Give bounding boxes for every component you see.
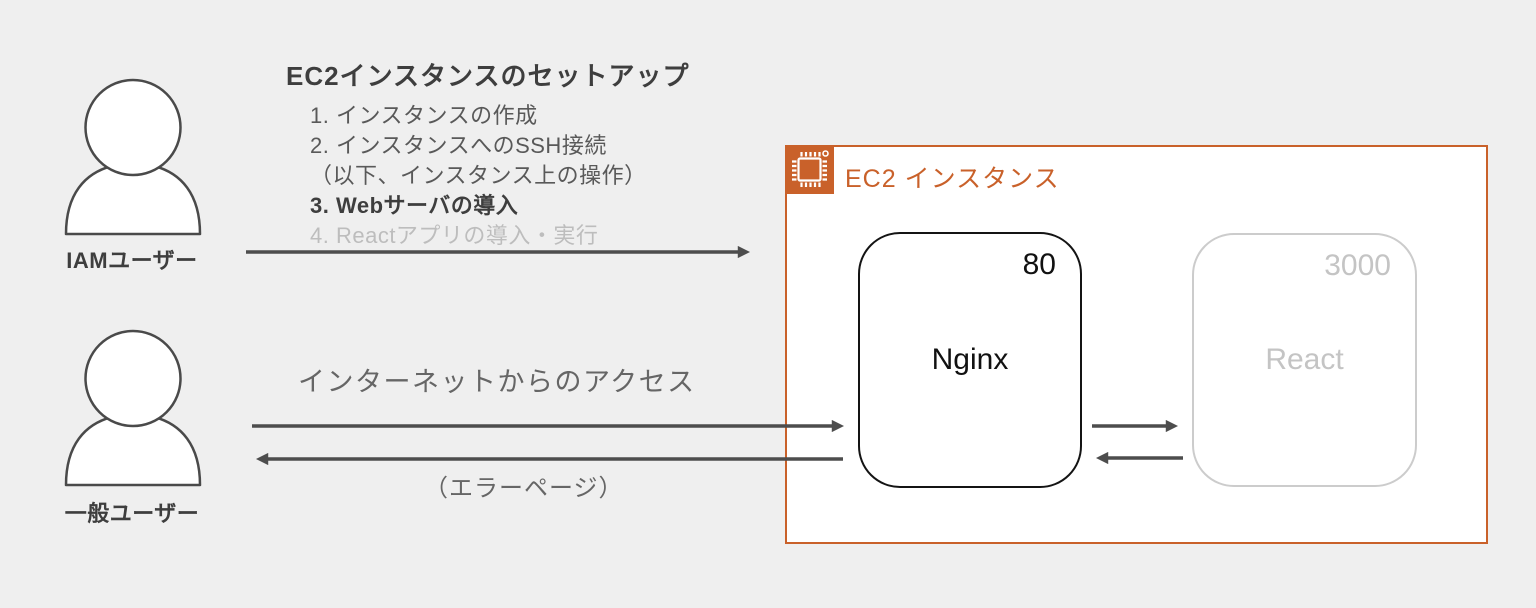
setup-step-3-current: 3. Webサーバの導入 <box>310 193 519 218</box>
nginx-service-name: Nginx <box>931 343 1009 376</box>
react-service-box: 3000 React <box>1192 233 1417 487</box>
iam-user-person-icon <box>64 78 202 236</box>
general-user-person-icon <box>64 329 202 487</box>
error-page-label: （エラーページ） <box>424 475 624 502</box>
react-service-name: React <box>1265 343 1344 376</box>
setup-step-2-note: （以下、インスタンス上の操作） <box>310 163 647 188</box>
iam-user-label: IAMユーザー <box>66 248 198 273</box>
ec2-instance-label: EC2 インスタンス <box>845 165 1060 193</box>
react-port-badge: 3000 <box>1324 249 1391 282</box>
internet-access-label: インターネットからのアクセス <box>298 367 696 397</box>
setup-step-4-pending: 4. Reactアプリの導入・実行 <box>310 223 599 248</box>
setup-steps-block: EC2インスタンスのセットアップ 1. インスタンスの作成 2. インスタンスへ… <box>286 56 690 251</box>
setup-title: EC2インスタンスのセットアップ <box>286 61 690 91</box>
nginx-service-box: 80 Nginx <box>858 232 1082 488</box>
nginx-port-badge: 80 <box>1022 248 1056 281</box>
setup-steps-list: 1. インスタンスの作成 2. インスタンスへのSSH接続 （以下、インスタンス… <box>286 101 690 251</box>
setup-step-1: 1. インスタンスの作成 <box>310 103 538 128</box>
general-user-label: 一般ユーザー <box>64 501 200 526</box>
setup-step-2: 2. インスタンスへのSSH接続 <box>310 133 607 158</box>
ec2-chip-icon <box>785 145 834 194</box>
